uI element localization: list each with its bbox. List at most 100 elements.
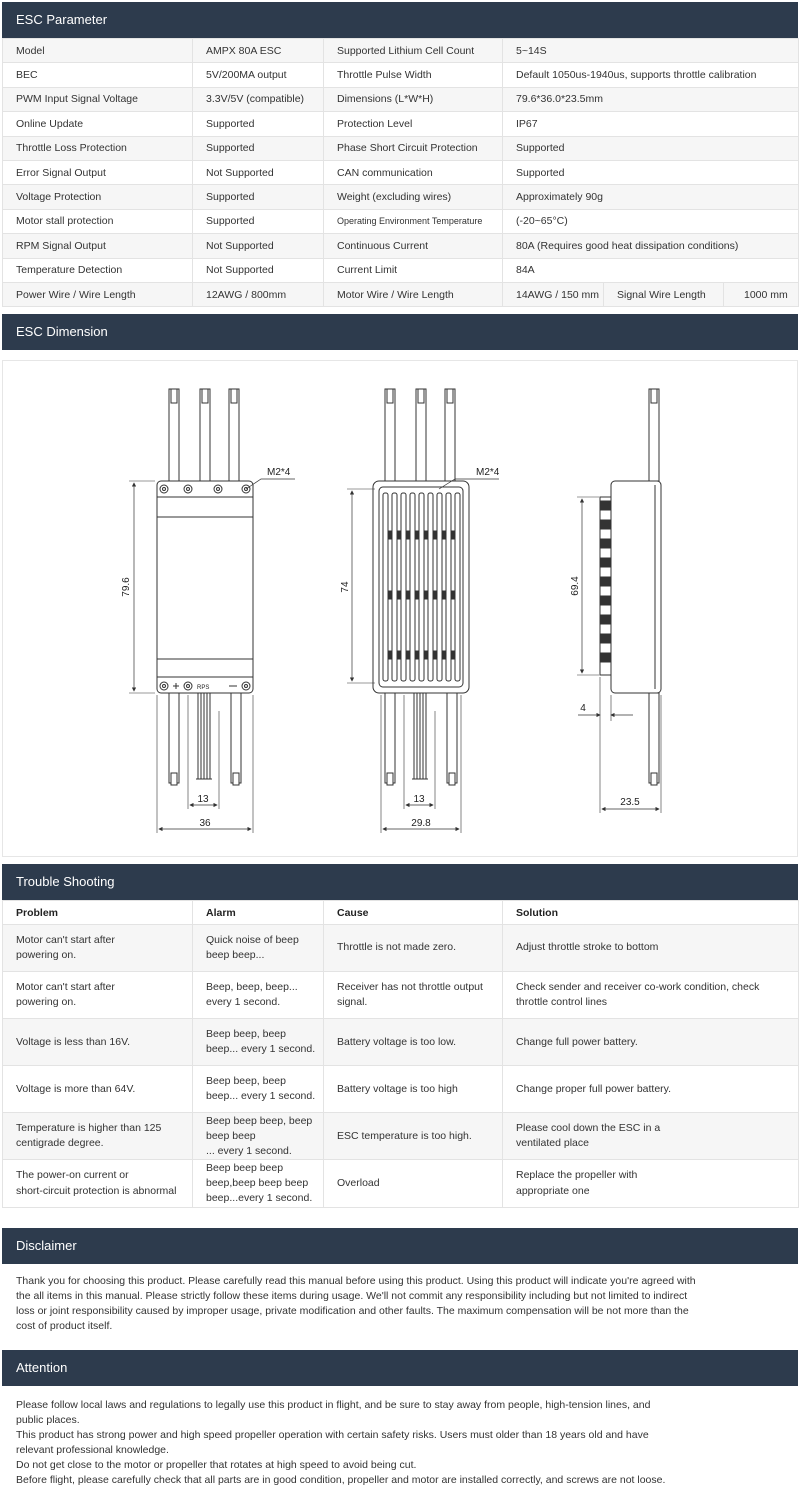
col-cause: Cause bbox=[323, 900, 503, 925]
side-fin bbox=[599, 614, 612, 625]
parameter-cell-v2: Supported bbox=[502, 135, 799, 161]
heatsink-notch bbox=[388, 650, 393, 660]
trouble-cell-solution: Change proper full power battery. bbox=[502, 1065, 799, 1114]
parameter-cell-v2: 84A bbox=[502, 257, 799, 283]
parameter-cell-l2: Weight (excluding wires) bbox=[323, 184, 503, 210]
parameter-cell-v2: Approximately 90g bbox=[502, 184, 799, 210]
signal-port-label: RPS bbox=[197, 685, 209, 691]
fin-depth-label: 4 bbox=[580, 703, 586, 714]
trouble-shooting-header: Trouble Shooting bbox=[2, 864, 798, 900]
heatsink-notch bbox=[388, 530, 393, 540]
parameter-cell-v1: Not Supported bbox=[192, 257, 324, 283]
side-fin bbox=[599, 538, 612, 549]
parameter-cell-v1: AMPX 80A ESC bbox=[192, 37, 324, 64]
disclaimer-header: Disclaimer bbox=[2, 1228, 798, 1264]
heatsink-notch bbox=[415, 650, 420, 660]
trouble-cell-alarm: Quick noise of beep beep beep... bbox=[192, 923, 324, 973]
parameter-cell-l1: RPM Signal Output bbox=[2, 233, 193, 259]
parameter-cell-v1: 5V/200MA output bbox=[192, 62, 324, 88]
heatsink-notch bbox=[424, 530, 429, 540]
heatsink-fin bbox=[445, 492, 452, 682]
heatsink-fin bbox=[391, 492, 398, 682]
heatsink-notch bbox=[451, 650, 456, 660]
parameter-cell-l1: BEC bbox=[2, 62, 193, 88]
heatsink-fin bbox=[436, 492, 443, 682]
height-label: 23.5 bbox=[620, 797, 640, 808]
trouble-cell-problem: Voltage is less than 16V. bbox=[2, 1018, 193, 1067]
side-fin bbox=[599, 633, 612, 644]
side-fin bbox=[599, 519, 612, 530]
heatsink-notch bbox=[397, 650, 402, 660]
trouble-cell-alarm: Beep, beep, beep... every 1 second. bbox=[192, 971, 324, 1020]
parameter-cell-v1: Supported bbox=[192, 111, 324, 137]
heatsink-fin bbox=[427, 492, 434, 682]
parameter-cell-l2: Phase Short Circuit Protection bbox=[323, 135, 503, 161]
col-solution: Solution bbox=[502, 900, 799, 925]
side-fin bbox=[599, 500, 612, 511]
parameter-cell-l2: CAN communication bbox=[323, 159, 503, 186]
front-view bbox=[129, 388, 295, 833]
heatsink-notch bbox=[406, 530, 411, 540]
parameter-cell-l2: Motor Wire / Wire Length bbox=[323, 281, 503, 308]
parameter-cell-v2: Supported bbox=[502, 159, 799, 186]
dimension-drawing-panel: M2*4 M2*4 79.6 74 69.4 13 13 36 29.8 4 2… bbox=[2, 360, 798, 857]
trouble-row: Motor can't start after powering on.Quic… bbox=[2, 923, 799, 973]
parameter-cell-l2: Dimensions (L*W*H) bbox=[323, 86, 503, 113]
side-fin bbox=[599, 576, 612, 587]
length-label: 79.6 bbox=[121, 577, 132, 597]
parameter-cell-l1: Temperature Detection bbox=[2, 257, 193, 283]
parameter-cell-v2: (-20~65°C) bbox=[502, 208, 799, 235]
side-fin bbox=[599, 557, 612, 568]
col-problem: Problem bbox=[2, 900, 193, 925]
trouble-cell-alarm: Beep beep, beep beep... every 1 second. bbox=[192, 1018, 324, 1067]
heatsink-notch bbox=[388, 590, 393, 600]
trouble-cell-solution: Replace the propeller with appropriate o… bbox=[502, 1159, 799, 1208]
trouble-cell-problem: Voltage is more than 64V. bbox=[2, 1065, 193, 1114]
heatsink-notch bbox=[433, 650, 438, 660]
parameter-cell-v1: Supported bbox=[192, 208, 324, 235]
parameter-cell-v1: 3.3V/5V (compatible) bbox=[192, 86, 324, 113]
trouble-cell-problem: Motor can't start after powering on. bbox=[2, 923, 193, 973]
heatsink-fin bbox=[454, 492, 461, 682]
heatsink-notch bbox=[406, 590, 411, 600]
parameter-cell-l2: Throttle Pulse Width bbox=[323, 62, 503, 88]
trouble-cell-solution: Please cool down the ESC in a ventilated… bbox=[502, 1112, 799, 1161]
trouble-cell-cause: Receiver has not throttle output signal. bbox=[323, 971, 503, 1020]
heatsink-notch bbox=[451, 530, 456, 540]
side-length-label: 69.4 bbox=[570, 576, 581, 596]
esc-parameter-header: ESC Parameter bbox=[2, 2, 798, 38]
pitch-label-front: 13 bbox=[197, 794, 209, 805]
parameter-cell-l1: Error Signal Output bbox=[2, 159, 193, 186]
trouble-row: Voltage is more than 64V.Beep beep, beep… bbox=[2, 1065, 799, 1114]
heatsink-fin bbox=[382, 492, 389, 682]
trouble-row: Temperature is higher than 125 centigrad… bbox=[2, 1112, 799, 1161]
trouble-cell-cause: Battery voltage is too high bbox=[323, 1065, 503, 1114]
parameter-cell-l2: Protection Level bbox=[323, 111, 503, 137]
side-fin bbox=[599, 595, 612, 606]
parameter-cell-v1: 12AWG / 800mm bbox=[192, 281, 324, 308]
parameter-cell-l2: Continuous Current bbox=[323, 233, 503, 259]
trouble-cell-problem: Temperature is higher than 125 centigrad… bbox=[2, 1112, 193, 1161]
trouble-cell-solution: Change full power battery. bbox=[502, 1018, 799, 1067]
mount-label-front: M2*4 bbox=[267, 467, 291, 478]
trouble-row: The power-on current or short-circuit pr… bbox=[2, 1159, 799, 1208]
trouble-table: Problem Alarm Cause Solution Motor can't… bbox=[2, 900, 799, 1208]
pitch-label-back: 13 bbox=[413, 794, 425, 805]
back-view bbox=[347, 388, 499, 833]
parameter-cell-l1: PWM Input Signal Voltage bbox=[2, 86, 193, 113]
esc-dimension-header: ESC Dimension bbox=[2, 314, 798, 350]
parameter-cell-v1: Not Supported bbox=[192, 159, 324, 186]
parameter-cell-l1: Online Update bbox=[2, 111, 193, 137]
trouble-cell-alarm: Beep beep beep, beep beep beep ... every… bbox=[192, 1112, 324, 1161]
disclaimer-text: Thank you for choosing this product. Ple… bbox=[16, 1275, 696, 1332]
parameter-cell-l2: Supported Lithium Cell Count bbox=[323, 37, 503, 64]
